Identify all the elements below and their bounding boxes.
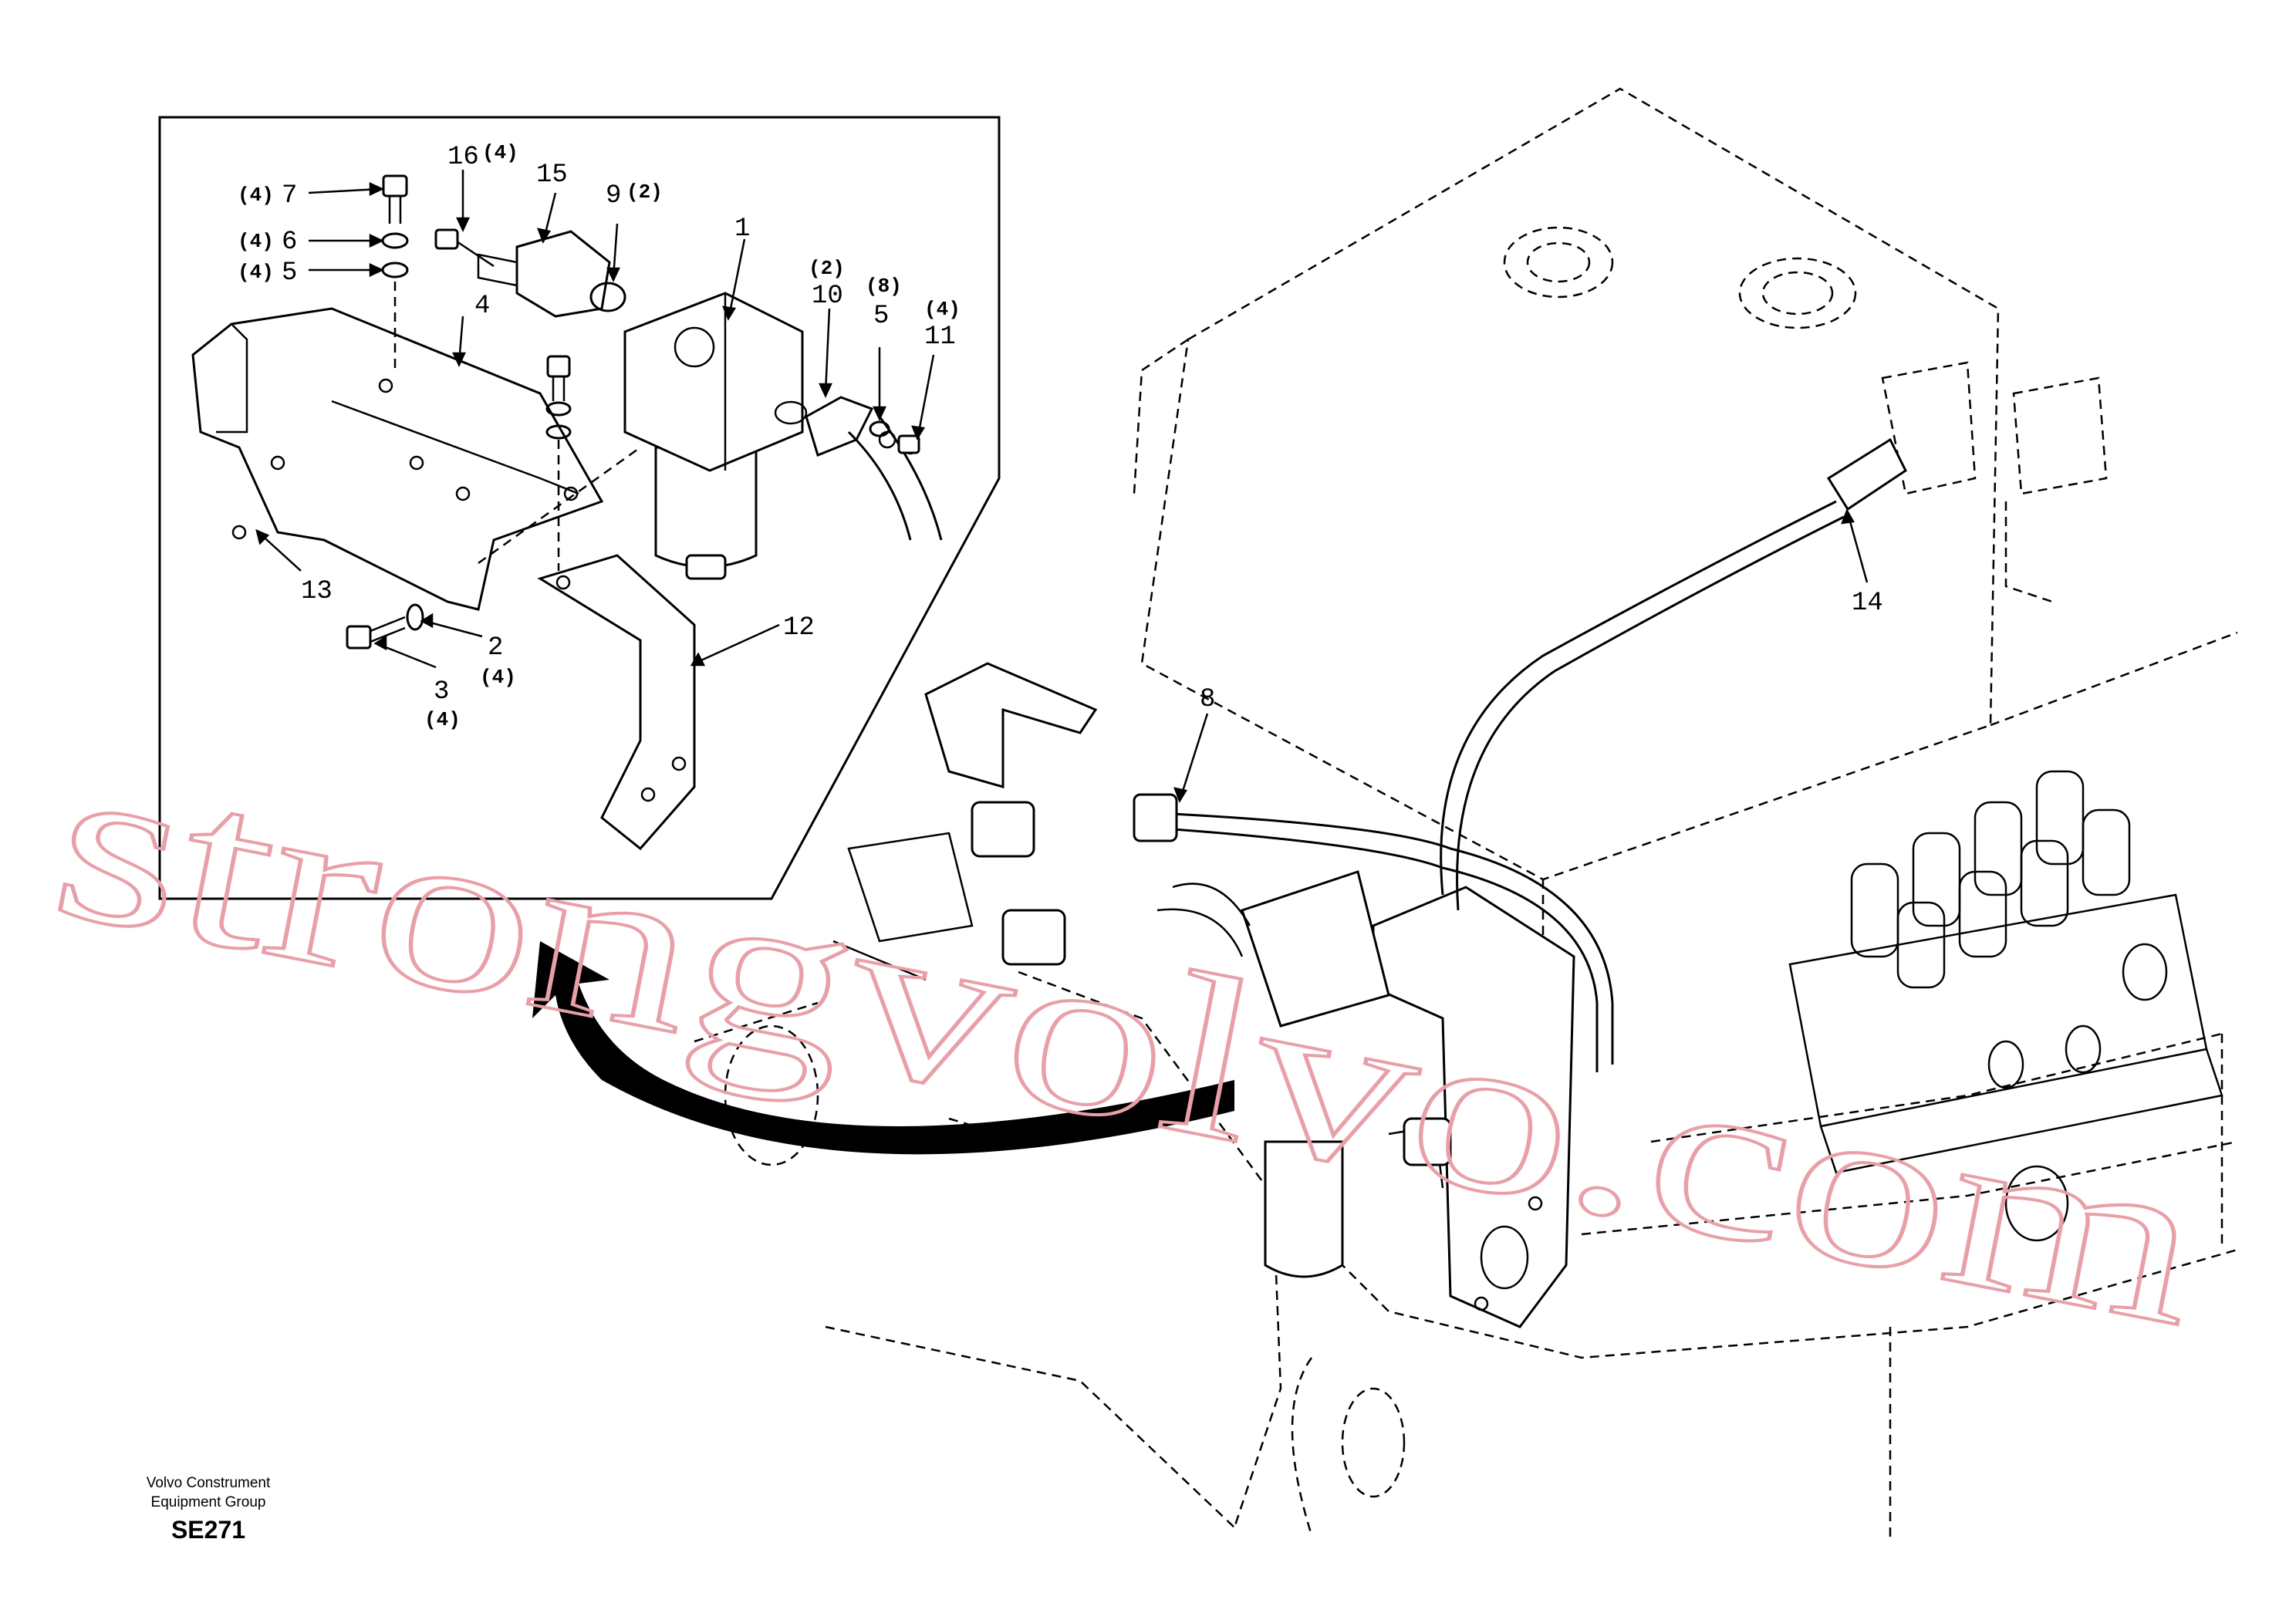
o-ring-9 [589, 282, 626, 312]
callout-11: 11 [924, 322, 956, 352]
control-valve-block [1788, 770, 2223, 1242]
bolt-3 [346, 625, 372, 650]
callout-12: 12 [783, 613, 815, 643]
callout-7: 7 [282, 181, 297, 211]
callout-5: 5 [282, 258, 297, 288]
footer-company-line1: Volvo Construment [146, 1475, 271, 1491]
mounted-filter-assembly [832, 437, 1907, 1328]
callout-9: 9 [606, 181, 621, 211]
callout-8: 8 [1200, 685, 1215, 714]
flange-10 [805, 396, 874, 457]
qty-16: (4) [482, 141, 518, 164]
bracket-12 [537, 554, 696, 851]
bracket-13 [191, 307, 604, 611]
qty-5: (4) [238, 261, 274, 284]
leader-lines [255, 170, 1869, 803]
qty-9: (2) [626, 181, 663, 204]
callout-3: 3 [434, 677, 449, 707]
qty-5b: (8) [866, 275, 902, 298]
callout-13: 13 [301, 577, 333, 606]
callout-5b: 5 [873, 302, 889, 331]
footer-company-line2: Equipment Group [150, 1494, 266, 1510]
callout-14: 14 [1852, 589, 1883, 618]
callout-2: 2 [488, 633, 503, 663]
washer-5 [381, 262, 409, 278]
qty-6: (4) [238, 230, 274, 253]
callout-4: 4 [474, 292, 490, 321]
fitting-15 [515, 230, 611, 318]
callout-10: 10 [812, 282, 843, 311]
inset-frame [158, 116, 1001, 900]
callout-1: 1 [734, 214, 750, 244]
footer-company: Volvo Construment Equipment Group [100, 1473, 316, 1512]
callout-labels: 7 (4) 6 (4) 5 (4) 16 (4) 15 9 (2) 1 4 (2… [238, 141, 1883, 731]
callout-15: 15 [536, 160, 568, 190]
watermark: strongvolvo.com [36, 708, 2221, 1375]
washer-2 [406, 603, 424, 631]
callout-6: 6 [282, 228, 297, 257]
qty-7: (4) [238, 184, 274, 207]
washer-6 [381, 232, 409, 249]
filter-head-1 [623, 292, 804, 472]
qty-2: (4) [480, 666, 516, 689]
direction-arrow [532, 941, 1234, 1155]
bolt-7 [382, 174, 408, 197]
qty-3: (4) [424, 708, 461, 731]
qty-11: (4) [924, 298, 961, 321]
qty-10: (2) [809, 257, 845, 280]
diagram-code: SE271 [171, 1516, 246, 1544]
callout-16: 16 [447, 143, 479, 172]
